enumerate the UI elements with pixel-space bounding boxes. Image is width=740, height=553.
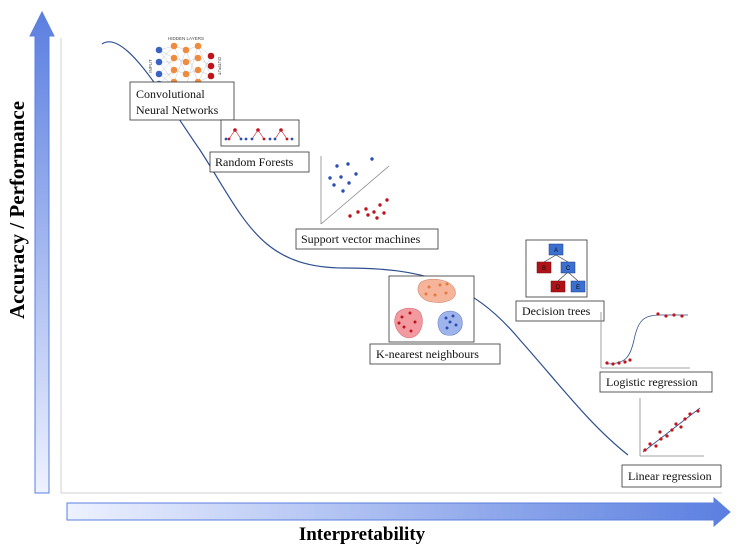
dt-label: Decision trees: [522, 304, 591, 318]
tree-node-c: [560, 261, 576, 274]
y-axis-title: Accuracy / Performance: [5, 101, 29, 319]
random-forest-icon: [220, 119, 300, 147]
svm-label: Support vector machines: [301, 232, 421, 246]
x-axis-title: Interpretability: [299, 524, 426, 545]
knn-label-box: K-nearest neighbours: [369, 343, 501, 365]
tree-node-d: [550, 280, 566, 293]
cnn-label-box: Convolutional Neural Networks: [129, 81, 235, 121]
rf-label: Random Forests: [215, 155, 294, 169]
logreg-label: Logistic regression: [606, 375, 698, 389]
hidden-layers-label: HIDDEN LAYERS: [168, 36, 204, 41]
knn-icon: [388, 275, 475, 343]
cnn-label-line1: Convolutional: [136, 87, 205, 101]
svg-text:E: E: [576, 285, 580, 291]
input-label: INPUT: [148, 59, 153, 73]
tree-node-b: [536, 261, 552, 274]
logistic-regression-icon: [600, 312, 690, 369]
svg-text:D: D: [556, 285, 561, 291]
tree-node-e: [570, 280, 586, 293]
cnn-label-line2: Neural Networks: [136, 103, 219, 117]
svg-text:A: A: [554, 248, 558, 254]
linreg-label-box: Linear regression: [621, 464, 722, 488]
output-label: OUTPUT: [217, 57, 222, 76]
linreg-label: Linear regression: [628, 469, 712, 483]
svm-label-box: Support vector machines: [295, 228, 439, 250]
linear-regression-icon: [639, 398, 704, 457]
tree-node-a: [548, 243, 564, 256]
decision-tree-icon: A B C D E: [525, 239, 588, 298]
svg-text:B: B: [542, 266, 546, 272]
dt-label-box: Decision trees: [515, 300, 605, 322]
neural-network-icon: HIDDEN LAYERS INPUT OUTPUT: [148, 36, 222, 90]
rf-label-box: Random Forests: [209, 151, 310, 173]
knn-label: K-nearest neighbours: [376, 347, 479, 361]
svm-icon: [320, 156, 390, 225]
logreg-label-box: Logistic regression: [599, 371, 713, 393]
y-axis-arrow: [29, 10, 55, 494]
svg-text:C: C: [566, 266, 571, 272]
x-axis-arrow: [66, 496, 731, 528]
